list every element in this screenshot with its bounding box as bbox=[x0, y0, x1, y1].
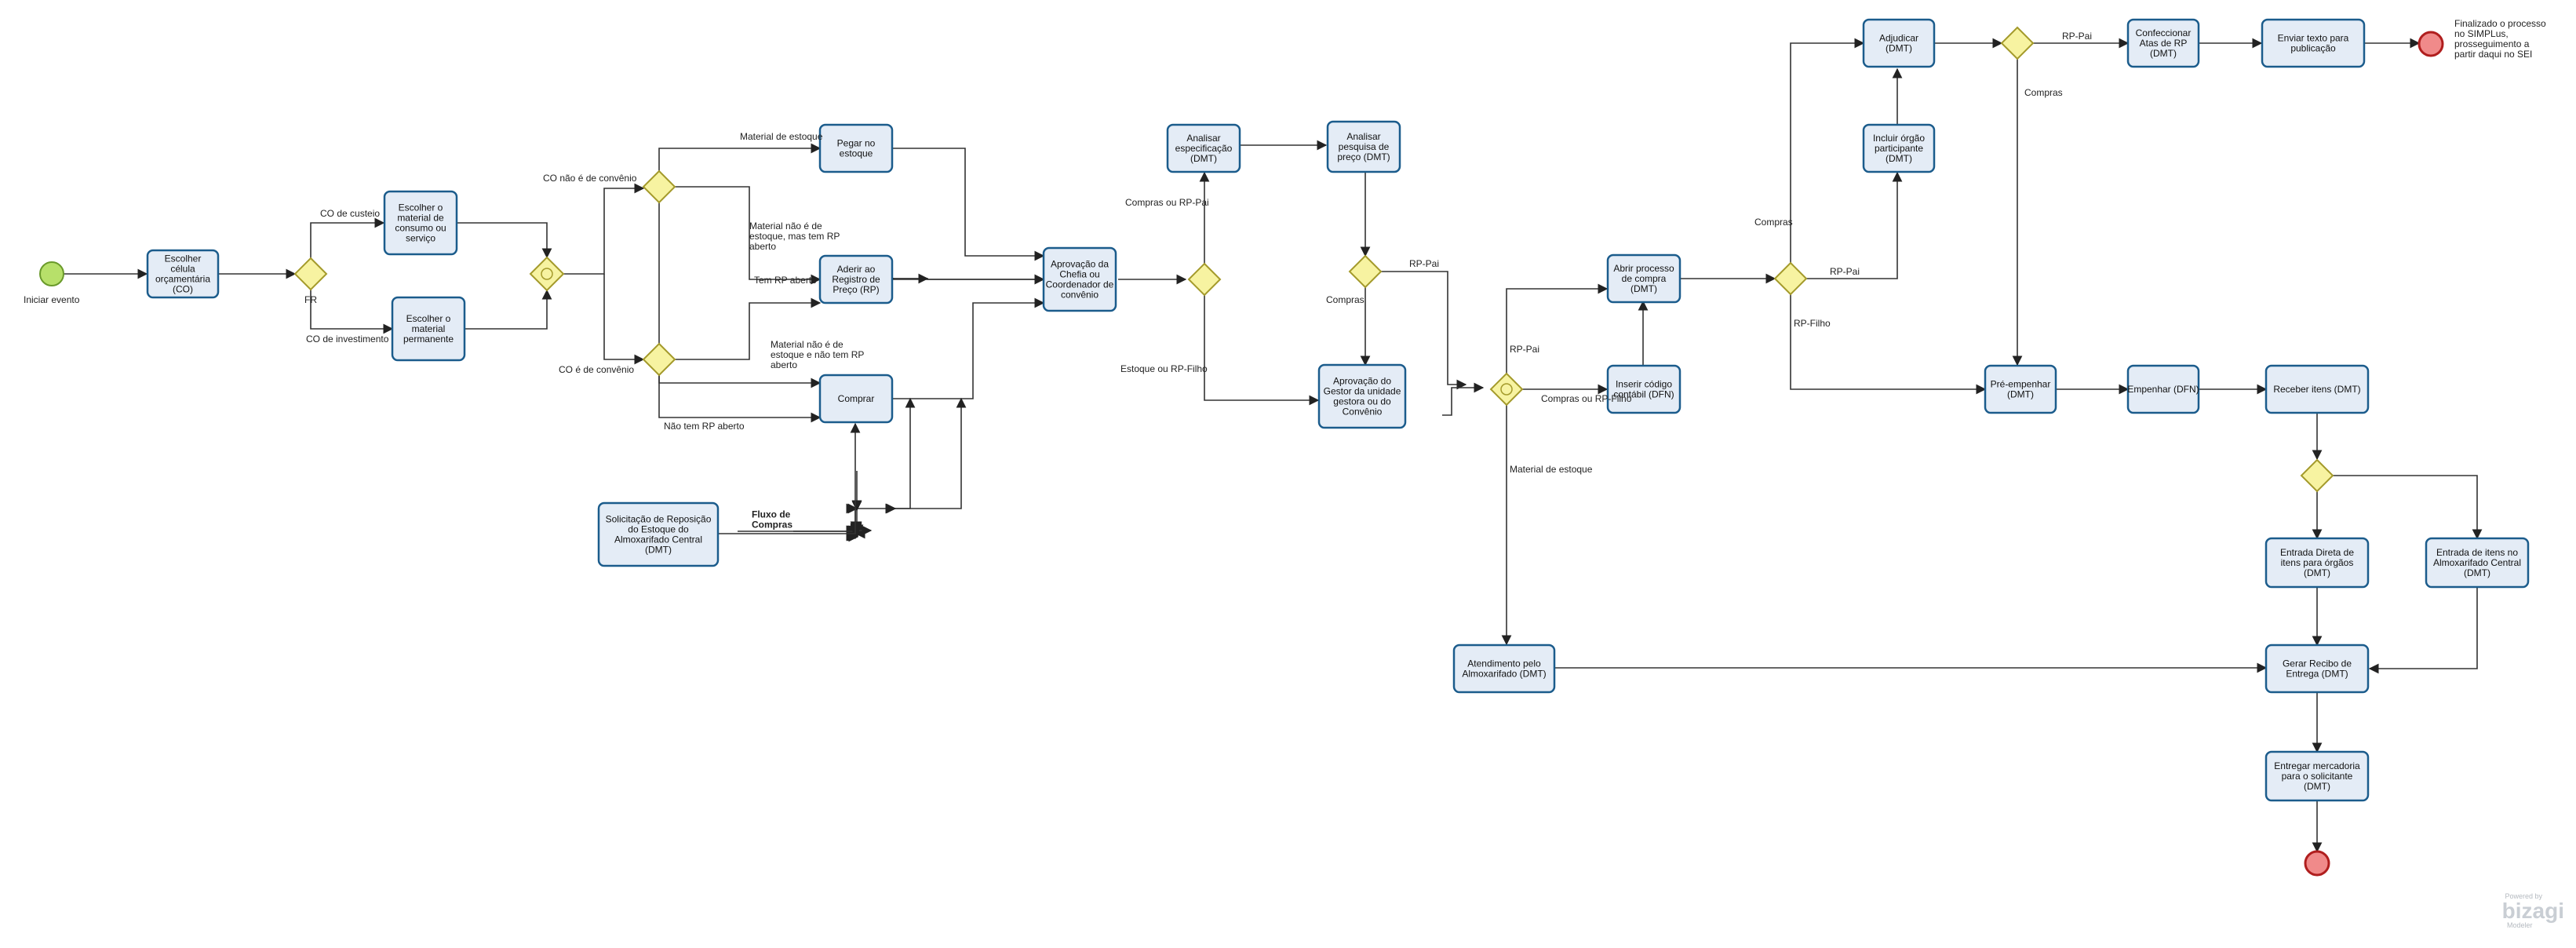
label-rp-pai-1: RP-Pai bbox=[1409, 258, 1439, 269]
task-label-receber-itens: Receber itens (DMT) bbox=[2273, 384, 2360, 395]
task-label-pre-empenhar: Pré-empenhar(DMT) bbox=[1991, 379, 2051, 400]
gateway-merge-co[interactable] bbox=[529, 256, 565, 292]
task-label-comprar: Comprar bbox=[838, 393, 875, 404]
end-event-top[interactable] bbox=[2418, 31, 2444, 57]
gateway-receber[interactable] bbox=[2300, 458, 2334, 493]
label-rp-pai-4: RP-Pai bbox=[2062, 31, 2092, 42]
label-compras-2: Compras bbox=[1754, 217, 1793, 228]
fluxo-compras-link bbox=[718, 422, 861, 534]
start-event[interactable] bbox=[39, 261, 64, 286]
flows-mid bbox=[891, 38, 2483, 853]
bizagi-logo: Powered by bizagi Modeler bbox=[2502, 892, 2564, 929]
task-adjudicar[interactable]: Adjudicar(DMT) bbox=[1862, 18, 1936, 68]
label-co-convenio: CO é de convênio bbox=[559, 364, 634, 375]
label-rp-pai-2: RP-Pai bbox=[1510, 344, 1539, 355]
gateway-after-adjudicar[interactable] bbox=[2000, 26, 2035, 60]
task-empenhar[interactable]: Empenhar (DFN) bbox=[2126, 364, 2200, 414]
gateway-after-abrir[interactable] bbox=[1773, 261, 1808, 296]
label-estoque-ou-rp-filho: Estoque ou RP-Filho bbox=[1120, 363, 1208, 374]
task-receber-itens[interactable]: Receber itens (DMT) bbox=[2264, 364, 2370, 414]
gateway-co-nao-convenio[interactable] bbox=[642, 170, 676, 204]
svg-text:bizagi: bizagi bbox=[2502, 899, 2564, 923]
label-co-nao-convenio: CO não é de convênio bbox=[543, 173, 637, 184]
sequence-flows bbox=[64, 143, 1045, 542]
svg-text:Modeler: Modeler bbox=[2507, 921, 2533, 929]
gateway-merge-rp[interactable] bbox=[1489, 372, 1524, 407]
task-comprar[interactable]: Comprar bbox=[818, 374, 894, 424]
gateway-after-pesquisa[interactable] bbox=[1348, 254, 1383, 289]
label-material-estoque-2: Material de estoque bbox=[1510, 464, 1593, 475]
gateway-after-chefia[interactable] bbox=[1187, 262, 1222, 297]
label-compras-1: Compras bbox=[1326, 294, 1365, 305]
svg-text:Powered by: Powered by bbox=[2505, 892, 2542, 900]
label-material-estoque: Material de estoque bbox=[740, 131, 823, 142]
start-event-label: Iniciar evento bbox=[24, 294, 80, 305]
gateway-co-convenio[interactable] bbox=[642, 342, 676, 377]
flows-right bbox=[886, 503, 897, 514]
task-pre-empenhar[interactable]: Pré-empenhar(DMT) bbox=[1984, 364, 2057, 414]
sequence-flows-main bbox=[851, 500, 862, 512]
end-event-bottom[interactable] bbox=[2304, 850, 2330, 877]
task-label-adjudicar: Adjudicar(DMT) bbox=[1879, 33, 1918, 54]
label-compras-ou-rp-filho: Compras ou RP-Filho bbox=[1541, 393, 1632, 404]
label-co-investimento: CO de investimento bbox=[306, 334, 389, 345]
label-rp-filho: RP-Filho bbox=[1794, 318, 1831, 329]
label-compras-3: Compras bbox=[2024, 87, 2063, 98]
label-nao-tem-rp: Não tem RP aberto bbox=[664, 421, 745, 432]
label-fr: FR bbox=[304, 294, 317, 305]
task-label-empenhar: Empenhar (DFN) bbox=[2127, 384, 2199, 395]
label-rp-pai-3: RP-Pai bbox=[1830, 266, 1860, 277]
label-compras-ou-rp-pai: Compras ou RP-Pai bbox=[1125, 197, 1209, 208]
label-tem-rp-aberto: Tem RP aberto bbox=[754, 275, 817, 286]
gateway-fr[interactable] bbox=[293, 257, 328, 291]
label-co-custeio: CO de custeio bbox=[320, 208, 380, 219]
